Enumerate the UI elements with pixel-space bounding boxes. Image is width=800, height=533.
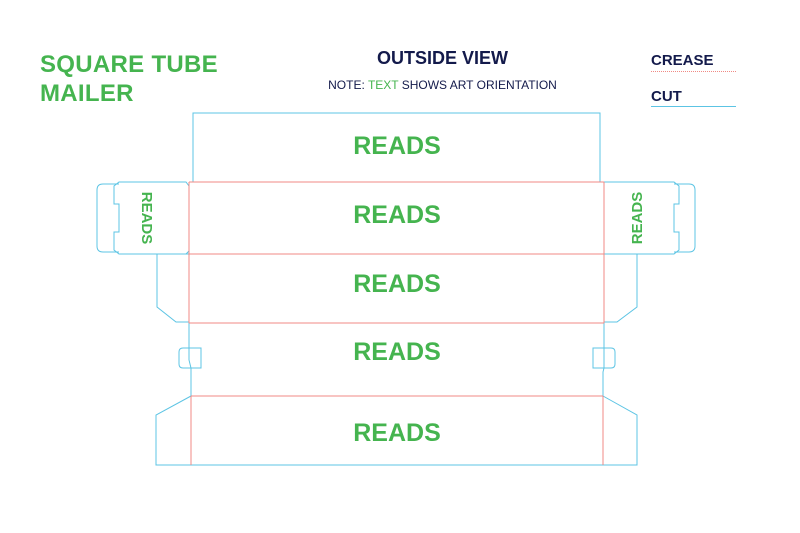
panel-four-outline xyxy=(188,323,605,396)
note-highlight: TEXT xyxy=(367,78,399,92)
right-dust-flap-outline xyxy=(603,181,680,255)
legend-crease-line xyxy=(651,71,736,72)
legend-cut-line xyxy=(651,106,736,107)
panel-label-four: READS xyxy=(353,338,441,366)
left-glue-flap-outline xyxy=(156,253,189,323)
panel-labels: READS READS READS READS READS xyxy=(353,132,441,447)
page-title: SQUARE TUBE MAILER xyxy=(40,51,218,107)
right-lock-tab-outline xyxy=(592,347,616,369)
orientation-note: NOTE: TEXT SHOWS ART ORIENTATION xyxy=(280,78,605,92)
panel-label-bottom: READS xyxy=(353,419,441,447)
legend-crease-label: CREASE xyxy=(651,52,714,69)
left-tuck-outline xyxy=(96,183,119,253)
bottom-panel-outline xyxy=(155,395,638,466)
view-heading: OUTSIDE VIEW xyxy=(376,48,508,68)
right-flap-label: READS xyxy=(629,192,646,245)
legend-cut-label: CUT xyxy=(651,88,682,105)
note-prefix: NOTE: xyxy=(328,78,368,92)
note-suffix: SHOWS ART ORIENTATION xyxy=(398,78,557,92)
right-glue-flap-outline xyxy=(604,253,638,323)
top-flap-outline xyxy=(192,112,601,182)
panel-label-top: READS xyxy=(353,132,441,160)
panel-label-two: READS xyxy=(353,201,441,229)
crease-lines xyxy=(188,181,605,465)
left-lock-tab-outline xyxy=(178,347,202,369)
left-flap-label: READS xyxy=(138,192,155,245)
cut-lines xyxy=(96,112,696,466)
panel-label-three: READS xyxy=(353,270,441,298)
right-tuck-outline xyxy=(674,183,696,253)
